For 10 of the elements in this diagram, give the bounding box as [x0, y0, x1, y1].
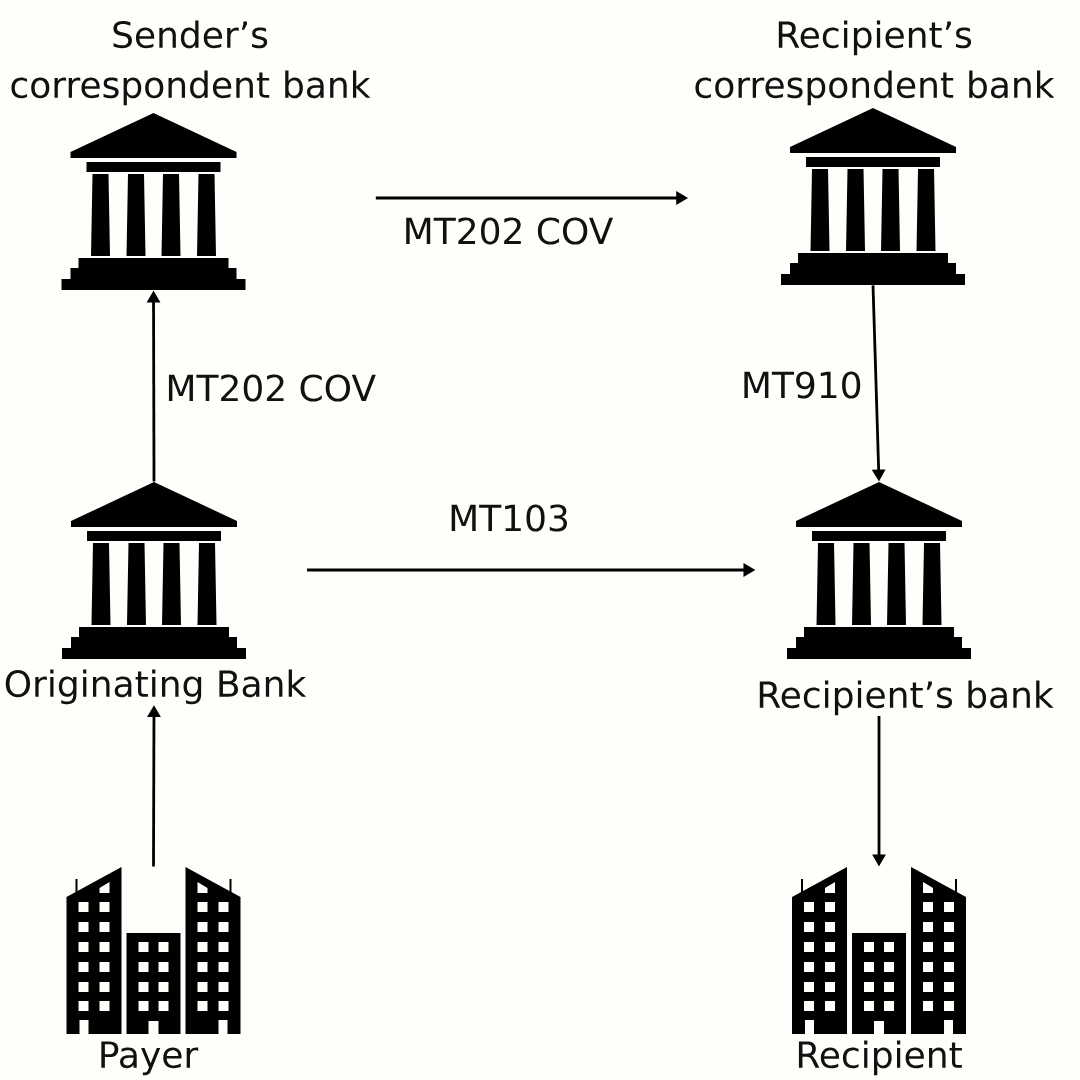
node-label: Payer: [101, 1041, 199, 1076]
edge-label: MT910: [737, 368, 866, 402]
node-label: Recipient’s correspondent bank: [695, 20, 1055, 106]
node-label: Sender’s correspondent bank: [11, 20, 371, 106]
edge-label: MT202 COV: [399, 214, 617, 248]
node-label: Recipient: [798, 1040, 962, 1076]
edge-label: MT202 COV: [162, 371, 380, 405]
edge-label: MT103: [445, 501, 573, 535]
node-label: Recipient’s bank: [759, 680, 1054, 716]
node-label: Originating Bank: [5, 669, 307, 705]
